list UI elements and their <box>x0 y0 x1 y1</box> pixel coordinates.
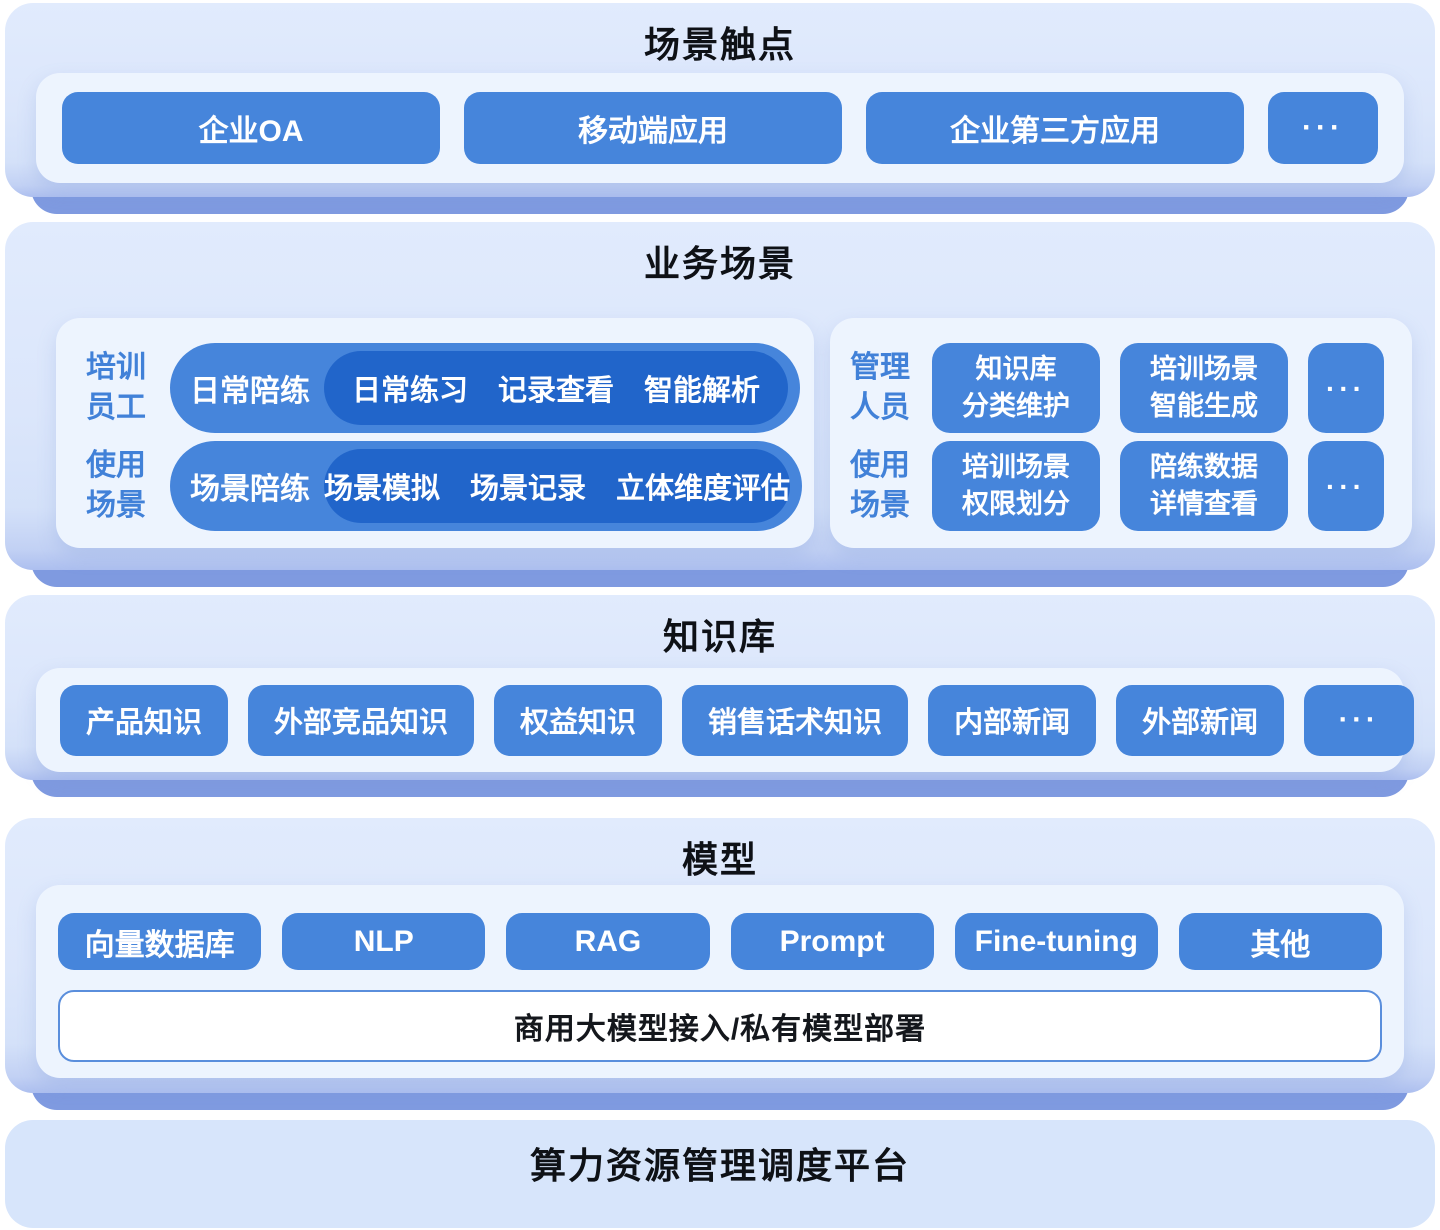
model-chip-fine-tuning: Fine-tuning <box>954 913 1158 970</box>
touchpoint-chip-third-party-app: 企业第三方应用 <box>866 92 1244 164</box>
chip-scenario-generation: 培训场景 智能生成 <box>1120 343 1288 433</box>
knowledge-chip-competitor: 外部竞品知识 <box>248 684 475 756</box>
business-section: 业务场景 培训 员工 日常陪练 日常练习 记录查看 智能解析 <box>5 222 1435 587</box>
side-label-line: 培训 <box>86 351 146 384</box>
compute-platform-title: 算力资源管理调度平台 <box>529 1145 910 1186</box>
chip-sparring-data-details: 陪练数据 详情查看 <box>1120 441 1288 531</box>
pill-item: 立体维度评估 <box>616 473 791 505</box>
trainee-row-daily: 培训 员工 日常陪练 日常练习 记录查看 智能解析 <box>78 343 800 433</box>
trainee-scenarios-panel: 培训 员工 日常陪练 日常练习 记录查看 智能解析 使用 场景 <box>56 318 814 548</box>
model-chip-vector-db: 向量数据库 <box>58 913 262 970</box>
scenario-sparring-pill: 场景陪练 场景模拟 场景记录 立体维度评估 <box>170 441 803 531</box>
admin-row-2: 使用 场景 培训场景 权限划分 陪练数据 详情查看 ··· <box>848 441 1384 531</box>
daily-sparring-items: 日常练习 记录查看 智能解析 <box>324 351 788 425</box>
admin-row-1-more-ellipsis: ··· <box>1308 343 1384 433</box>
pill-item: 智能解析 <box>644 375 761 407</box>
admin-scenarios-panel: 管理 人员 知识库 分类维护 培训场景 智能生成 ··· 使用 场景 <box>830 318 1412 548</box>
chip-line: 知识库 <box>975 354 1057 384</box>
side-label-line: 管理 <box>850 351 910 384</box>
chip-line: 详情查看 <box>1150 489 1258 519</box>
model-title: 模型 <box>681 839 758 880</box>
touchpoint-chip-enterprise-oa: 企业OA <box>62 92 440 164</box>
compute-platform-body: 算力资源管理调度平台 <box>5 1120 1435 1228</box>
chip-line: 培训场景 <box>962 452 1070 482</box>
knowledge-chip-external-news: 外部新闻 <box>1116 684 1285 756</box>
model-chip-other: 其他 <box>1178 913 1383 970</box>
side-label-line: 场景 <box>86 489 146 522</box>
trainee-row-daily-side-label: 培训 员工 <box>78 343 154 433</box>
chip-knowledge-maintenance: 知识库 分类维护 <box>932 343 1100 433</box>
scenario-sparring-items: 场景模拟 场景记录 立体维度评估 <box>324 449 791 523</box>
knowledge-title: 知识库 <box>662 616 777 657</box>
model-chips-row: 向量数据库 NLP RAG Prompt Fine-tuning 其他 <box>58 913 1383 970</box>
model-chip-prompt: Prompt <box>730 913 934 970</box>
touchpoint-chip-mobile-app: 移动端应用 <box>464 92 842 164</box>
touchpoints-section-body: 场景触点 企业OA 移动端应用 企业第三方应用 ··· <box>5 3 1435 197</box>
side-label-line: 使用 <box>850 449 910 482</box>
knowledge-chip-product: 产品知识 <box>60 684 229 756</box>
chip-line: 培训场景 <box>1150 354 1258 384</box>
admin-row-2-more-ellipsis: ··· <box>1308 441 1384 531</box>
model-panel: 向量数据库 NLP RAG Prompt Fine-tuning 其他 商用大模… <box>36 885 1404 1078</box>
model-access-banner: 商用大模型接入/私有模型部署 <box>58 990 1382 1062</box>
chip-line: 陪练数据 <box>1150 452 1258 482</box>
trainee-row-scenario-side-label: 使用 场景 <box>78 441 154 531</box>
touchpoints-title: 场景触点 <box>643 24 796 65</box>
admin-row-1: 管理 人员 知识库 分类维护 培训场景 智能生成 ··· <box>848 343 1384 433</box>
admin-row-2-side-label: 使用 场景 <box>848 441 912 531</box>
chip-scenario-permissions: 培训场景 权限划分 <box>932 441 1100 531</box>
model-section-body: 模型 向量数据库 NLP RAG Prompt Fine-tuning 其他 商… <box>5 818 1435 1093</box>
pill-item: 日常练习 <box>351 375 468 407</box>
pill-item: 场景模拟 <box>324 473 441 505</box>
knowledge-section-body: 知识库 产品知识 外部竞品知识 权益知识 销售话术知识 内部新闻 外部新闻 ··… <box>5 595 1435 780</box>
pill-item: 记录查看 <box>497 375 614 407</box>
business-section-body: 业务场景 培训 员工 日常陪练 日常练习 记录查看 智能解析 <box>5 222 1435 570</box>
knowledge-chip-internal-news: 内部新闻 <box>928 684 1097 756</box>
chip-line: 智能生成 <box>1150 391 1258 421</box>
compute-platform-section: 算力资源管理调度平台 <box>5 1120 1435 1228</box>
knowledge-chip-sales-script: 销售话术知识 <box>682 684 909 756</box>
scenario-sparring-pill-label: 场景陪练 <box>190 473 310 506</box>
admin-row-1-side-label: 管理 人员 <box>848 343 912 433</box>
trainee-row-scenario: 使用 场景 场景陪练 场景模拟 场景记录 立体维度评估 <box>78 441 803 531</box>
side-label-line: 人员 <box>850 391 910 424</box>
daily-sparring-pill-label: 日常陪练 <box>190 375 310 408</box>
touchpoints-panel: 企业OA 移动端应用 企业第三方应用 ··· <box>36 73 1404 183</box>
model-section: 模型 向量数据库 NLP RAG Prompt Fine-tuning 其他 商… <box>5 818 1435 1110</box>
business-title: 业务场景 <box>643 243 796 284</box>
side-label-line: 场景 <box>850 489 910 522</box>
knowledge-panel: 产品知识 外部竞品知识 权益知识 销售话术知识 内部新闻 外部新闻 ··· <box>36 668 1415 772</box>
chip-line: 权限划分 <box>962 489 1070 519</box>
model-chip-rag: RAG <box>506 913 710 970</box>
model-chip-nlp: NLP <box>282 913 486 970</box>
knowledge-more-ellipsis: ··· <box>1304 684 1415 756</box>
daily-sparring-pill: 日常陪练 日常练习 记录查看 智能解析 <box>170 343 800 433</box>
knowledge-chip-benefits: 权益知识 <box>494 684 663 756</box>
side-label-line: 员工 <box>86 391 146 424</box>
chip-line: 分类维护 <box>962 391 1070 421</box>
touchpoints-section: 场景触点 企业OA 移动端应用 企业第三方应用 ··· <box>5 3 1435 214</box>
side-label-line: 使用 <box>86 449 146 482</box>
knowledge-base-section: 知识库 产品知识 外部竞品知识 权益知识 销售话术知识 内部新闻 外部新闻 ··… <box>5 595 1435 797</box>
touchpoints-more-ellipsis: ··· <box>1268 92 1378 164</box>
pill-item: 场景记录 <box>470 473 587 505</box>
